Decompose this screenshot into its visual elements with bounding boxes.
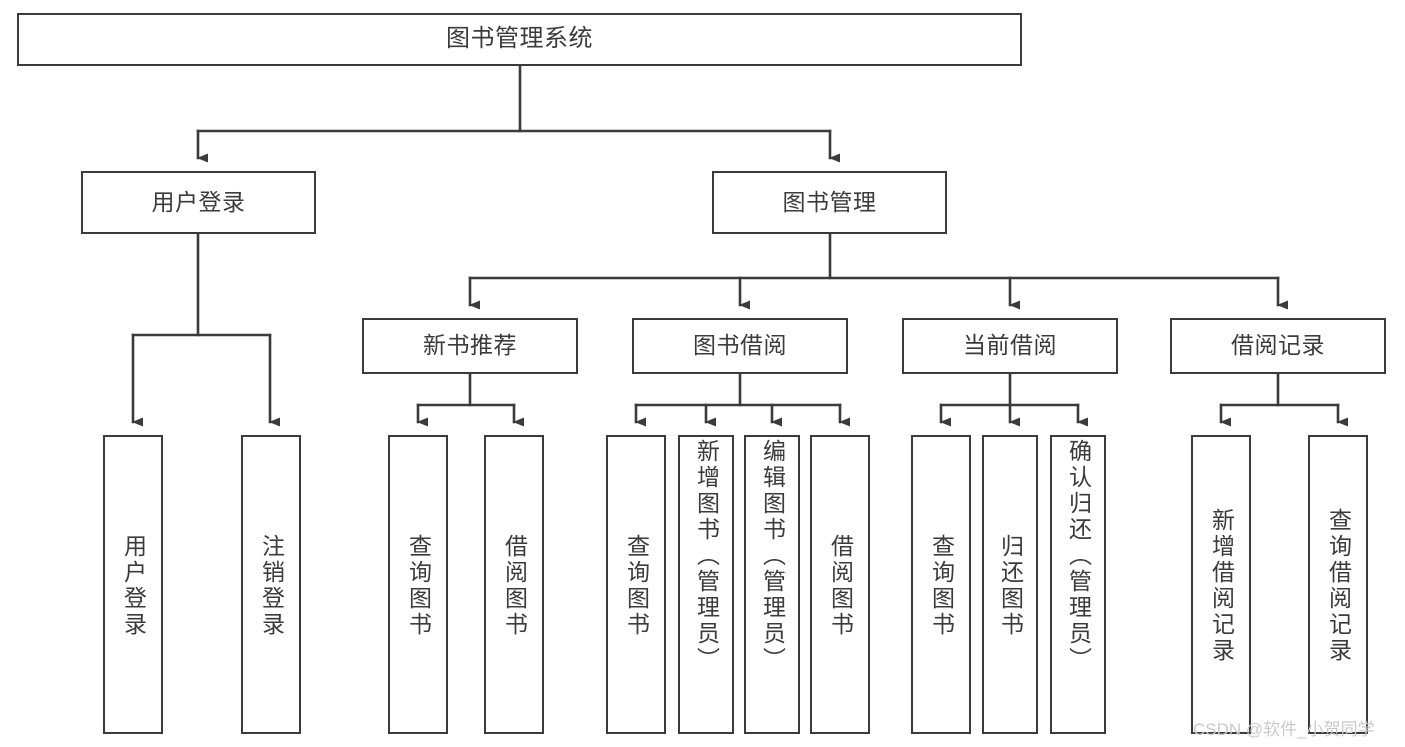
- node-leaf-edit-book[interactable]: 编辑图书（管理员）: [744, 435, 800, 734]
- node-label: 用户登录: [151, 188, 246, 215]
- node-label: 查询图书: [928, 533, 955, 638]
- node-new-book-recommend[interactable]: 新书推荐: [362, 318, 578, 374]
- node-label: 查询借阅记录: [1325, 507, 1352, 664]
- node-label: 确认归还（管理员）: [1065, 439, 1092, 673]
- node-leaf-query-book-2[interactable]: 查询图书: [606, 435, 666, 734]
- node-label: 借阅图书: [827, 533, 854, 638]
- node-label: 借阅图书: [501, 533, 528, 638]
- node-leaf-add-book[interactable]: 新增图书（管理员）: [678, 435, 734, 734]
- node-label: 图书管理系统: [446, 25, 593, 53]
- node-label: 新增借阅记录: [1208, 507, 1235, 664]
- node-leaf-query-record[interactable]: 查询借阅记录: [1308, 435, 1368, 734]
- node-label: 图书借阅: [693, 332, 787, 359]
- node-label: 归还图书: [997, 533, 1024, 638]
- node-leaf-borrow-book-1[interactable]: 借阅图书: [484, 435, 544, 734]
- node-book-management[interactable]: 图书管理: [712, 171, 947, 234]
- node-leaf-borrow-book-2[interactable]: 借阅图书: [810, 435, 870, 734]
- node-label: 当前借阅: [963, 332, 1057, 359]
- node-leaf-query-book-1[interactable]: 查询图书: [388, 435, 448, 734]
- node-leaf-logout-login[interactable]: 注销登录: [241, 435, 301, 734]
- node-label: 注销登录: [258, 533, 285, 638]
- node-label: 编辑图书（管理员）: [759, 439, 786, 673]
- node-leaf-return-book[interactable]: 归还图书: [982, 435, 1038, 734]
- node-label: 用户登录: [120, 533, 147, 638]
- node-leaf-confirm-return[interactable]: 确认归还（管理员）: [1050, 435, 1106, 734]
- node-label: 查询图书: [623, 533, 650, 638]
- node-user-login[interactable]: 用户登录: [81, 171, 316, 234]
- node-root-system[interactable]: 图书管理系统: [17, 13, 1022, 66]
- node-label: 新书推荐: [423, 332, 517, 359]
- node-label: 查询图书: [405, 533, 432, 638]
- node-leaf-user-login[interactable]: 用户登录: [103, 435, 163, 734]
- node-leaf-add-record[interactable]: 新增借阅记录: [1191, 435, 1251, 734]
- node-borrow-record[interactable]: 借阅记录: [1170, 318, 1386, 374]
- node-leaf-query-book-3[interactable]: 查询图书: [911, 435, 971, 734]
- node-book-borrow[interactable]: 图书借阅: [632, 318, 848, 374]
- node-current-borrow[interactable]: 当前借阅: [902, 318, 1118, 374]
- node-label: 借阅记录: [1231, 332, 1325, 359]
- node-label: 图书管理: [782, 188, 877, 215]
- node-label: 新增图书（管理员）: [693, 439, 720, 673]
- csdn-watermark: CSDN @软件_小贺同学: [1193, 720, 1375, 739]
